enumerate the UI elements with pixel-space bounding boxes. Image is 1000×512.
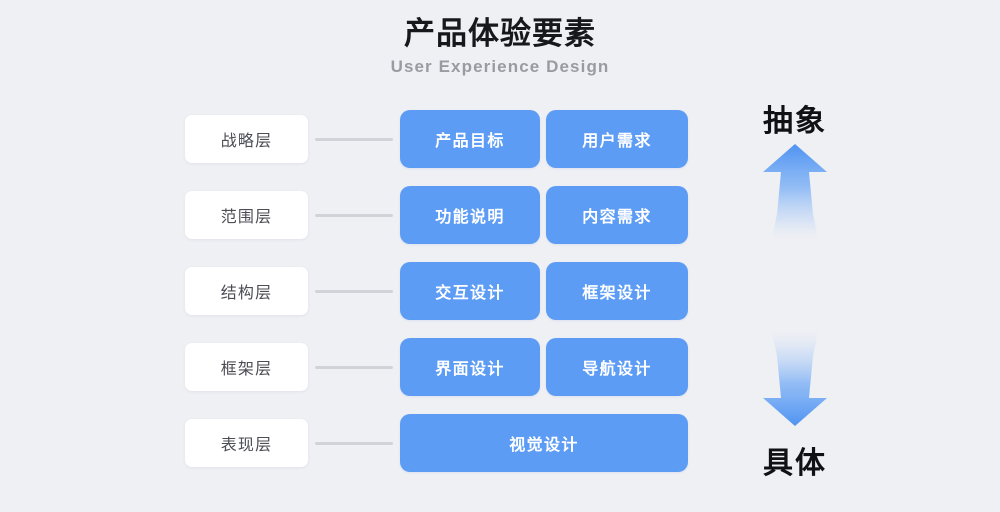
element-box[interactable]: 用户需求 — [546, 110, 688, 168]
layer-label-text: 框架层 — [220, 361, 273, 378]
abstraction-axis: 抽象 具体 — [730, 96, 860, 486]
layer-label-card-structure[interactable]: 结构层 — [185, 267, 308, 315]
page-title: 产品体验要素 — [404, 16, 596, 51]
element-box-label: 框架设计 — [582, 285, 652, 302]
connector-line — [315, 290, 393, 293]
layer-label-text: 结构层 — [220, 285, 273, 302]
layer-label-text: 表现层 — [220, 437, 273, 454]
connector-line — [315, 366, 393, 369]
layer-label-card-surface[interactable]: 表现层 — [185, 419, 308, 467]
element-box-label: 用户需求 — [582, 133, 652, 150]
axis-top-label: 抽象 — [763, 105, 827, 138]
element-box-label: 界面设计 — [435, 361, 505, 378]
layer-rows: 战略层 产品目标 用户需求 范围层 功能说明 内容需求 — [0, 110, 1000, 472]
page-subtitle: User Experience Design — [390, 57, 610, 76]
layer-row-surface: 表现层 视觉设计 — [0, 414, 1000, 472]
layer-label-card-strategy[interactable]: 战略层 — [185, 115, 308, 163]
element-box[interactable]: 交互设计 — [400, 262, 540, 320]
layer-row-skeleton: 框架层 界面设计 导航设计 — [0, 338, 1000, 396]
element-box-label: 交互设计 — [435, 285, 505, 302]
layer-row-scope: 范围层 功能说明 内容需求 — [0, 186, 1000, 244]
layer-row-strategy: 战略层 产品目标 用户需求 — [0, 110, 1000, 168]
element-box[interactable]: 内容需求 — [546, 186, 688, 244]
element-box[interactable]: 功能说明 — [400, 186, 540, 244]
arrow-down-gradient-icon — [763, 328, 827, 426]
element-box-label: 功能说明 — [435, 209, 505, 226]
connector-line — [315, 138, 393, 141]
layer-label-card-skeleton[interactable]: 框架层 — [185, 343, 308, 391]
element-box-label: 产品目标 — [435, 133, 505, 150]
element-box[interactable]: 视觉设计 — [400, 414, 688, 472]
layer-label-text: 范围层 — [220, 209, 273, 226]
layer-label-text: 战略层 — [220, 133, 273, 150]
layer-label-card-scope[interactable]: 范围层 — [185, 191, 308, 239]
header: 产品体验要素 User Experience Design — [0, 14, 1000, 78]
element-box-label: 视觉设计 — [509, 437, 579, 454]
element-box-label: 内容需求 — [582, 209, 652, 226]
element-box[interactable]: 导航设计 — [546, 338, 688, 396]
connector-line — [315, 442, 393, 445]
arrow-up-gradient-icon — [763, 144, 827, 242]
element-box-label: 导航设计 — [582, 361, 652, 378]
connector-line — [315, 214, 393, 217]
element-box[interactable]: 产品目标 — [400, 110, 540, 168]
element-box[interactable]: 界面设计 — [400, 338, 540, 396]
layer-row-structure: 结构层 交互设计 框架设计 — [0, 262, 1000, 320]
element-box[interactable]: 框架设计 — [546, 262, 688, 320]
axis-bottom-label: 具体 — [763, 447, 827, 480]
